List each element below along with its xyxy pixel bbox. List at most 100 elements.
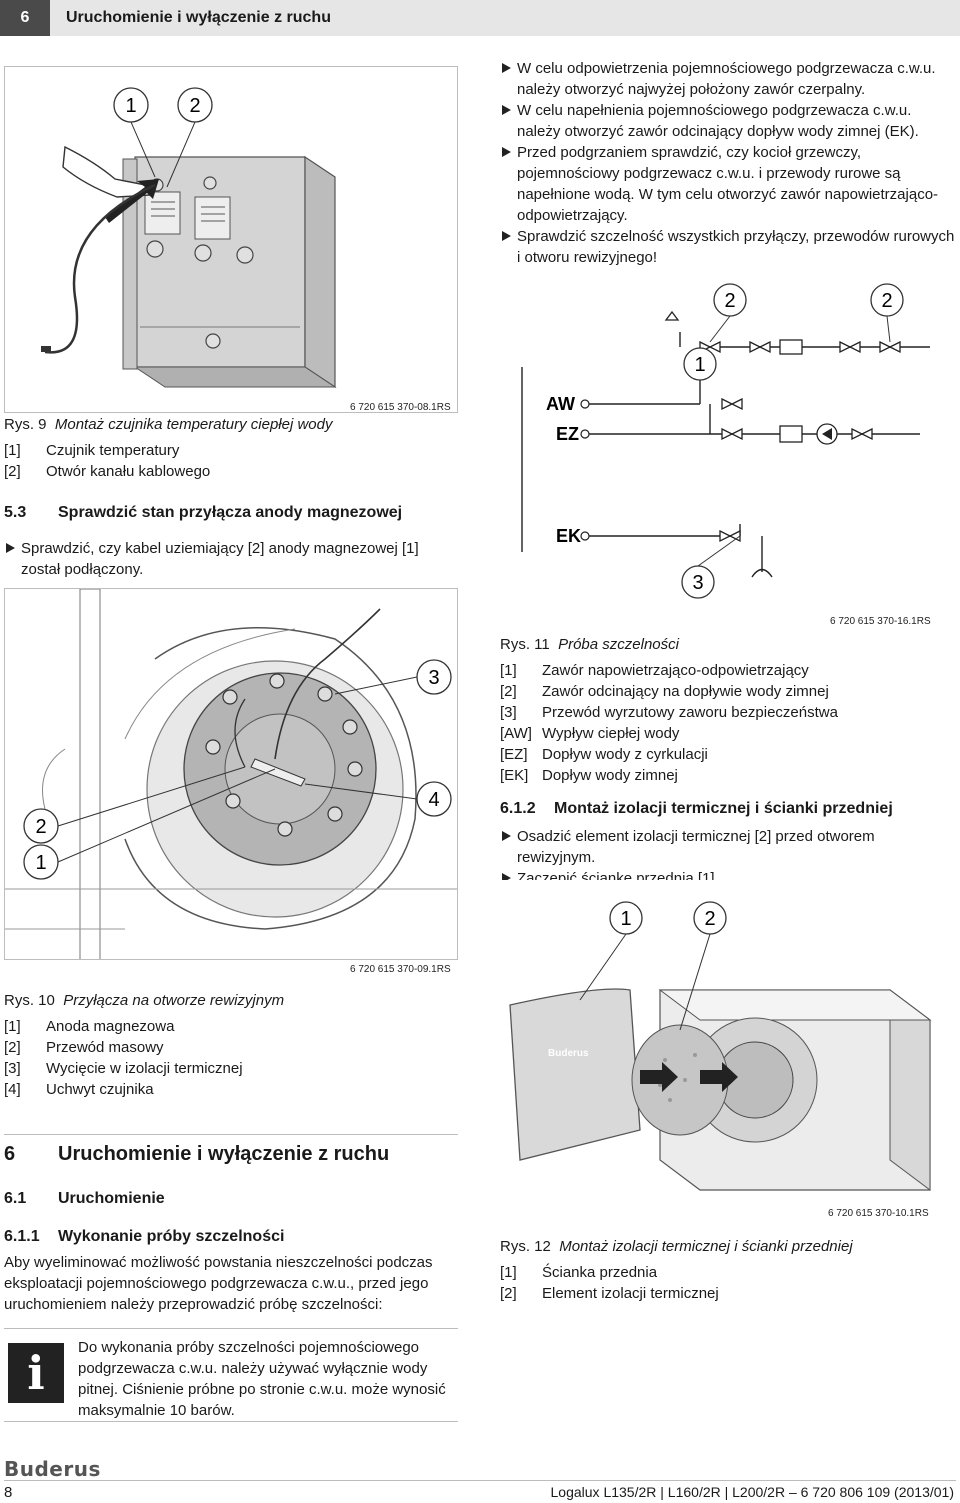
fig12-brand-label: Buderus	[548, 1048, 589, 1059]
fig12-callout-1: 1	[620, 908, 631, 930]
section-title: Wykonanie próby szczelności	[58, 1228, 285, 1245]
section-6-1-1-paragraph: Aby wyeliminować możliwość powstania nie…	[4, 1254, 433, 1313]
fig10-callout-4: 4	[428, 789, 439, 811]
footer-doc-reference: Logalux L135/2R | L160/2R | L200/2R – 6 …	[550, 1484, 954, 1500]
legend-row: [1]Anoda magnezowa	[4, 1016, 458, 1037]
legend-key: [3]	[500, 704, 517, 721]
fig12-caption-num: Rys. 12	[500, 1238, 551, 1255]
section-number: 6.1.2	[500, 800, 536, 817]
bullet-item: Przed podgrzaniem sprawdzić, czy kocioł …	[500, 142, 956, 226]
legend-key: [1]	[500, 1264, 517, 1281]
fig11-callout-1: 1	[694, 354, 705, 376]
section-number: 6.1.1	[4, 1228, 40, 1245]
section-6-heading: 6 Uruchomienie i wyłączenie z ruchu	[4, 1143, 389, 1165]
fig10-legend: [1]Anoda magnezowa [2] Przewód masowy [3]…	[4, 1016, 458, 1100]
legend-text: Wycięcie w izolacji termicznej	[46, 1060, 243, 1077]
legend-text: Czujnik temperatury	[46, 442, 180, 459]
section-title: Sprawdzić stan przyłącza anody magnezowe…	[58, 504, 403, 521]
chapter-number: 6	[0, 0, 50, 36]
figure-10-illustration: 3 4 2 1	[4, 588, 458, 960]
fig9-callout-1: 1	[125, 95, 136, 117]
figure-12-illustration: Buderus 1 2	[500, 880, 956, 1210]
legend-row: [2]Otwór kanału kablowego	[4, 461, 458, 482]
bullet-item: Osadzić element izolacji termicznej [2] …	[500, 826, 956, 868]
bullet-item: Sprawdzić szczelność wszystkich przyłącz…	[500, 226, 956, 268]
legend-row: [EK]Dopływ wody zimnej	[500, 765, 956, 786]
section-number: 6.1	[4, 1190, 27, 1207]
legend-key: [3]	[4, 1060, 21, 1077]
legend-text: Element izolacji termicznej	[542, 1285, 719, 1302]
legend-text: Zawór napowietrzająco-odpowietrzający	[542, 662, 809, 679]
info-note-text: Do wykonania próby szczelności pojemnośc…	[78, 1339, 446, 1419]
fig10-caption-title: Przyłącza na otworze rewizyjnym	[63, 992, 285, 1009]
fig11-label-ez: EZ	[556, 424, 579, 444]
bullet-item: Sprawdzić, czy kabel uziemiający [2] ano…	[4, 538, 458, 580]
legend-row: [AW]Wypływ ciepłej wody	[500, 723, 956, 744]
legend-key: [2]	[500, 1285, 517, 1302]
fig12-caption-title: Montaż izolacji termicznej i ścianki prz…	[559, 1238, 853, 1255]
legend-key: [2]	[4, 1039, 21, 1056]
legend-row: [3] Przewód wyrzutowy zaworu bezpieczeńst…	[500, 702, 956, 723]
fig11-label-aw: AW	[546, 394, 575, 414]
legend-text: Otwór kanału kablowego	[46, 463, 211, 480]
figure-11-diagram: AW EZ EK 2 2 1 3	[500, 272, 956, 617]
fig9-legend: [1] Czujnik temperatury [2]Otwór kanału k…	[4, 440, 458, 482]
legend-row: [2]Zawór odcinający na dopływie wody zim…	[500, 681, 956, 702]
legend-row: [EZ] Dopływ wody z cyrkulacji	[500, 744, 956, 765]
legend-text: Przewód wyrzutowy zaworu bezpieczeństwa	[542, 704, 838, 721]
fig11-code: 6 720 615 370-16.1RS	[830, 616, 931, 627]
page-number: 8	[4, 1484, 13, 1501]
section-number: 5.3	[4, 504, 27, 521]
fig11-caption: Rys. 11 Próba szczelności	[500, 634, 956, 655]
legend-key: [EK]	[500, 767, 529, 784]
legend-key: [EZ]	[500, 746, 528, 763]
fig12-code: 6 720 615 370-10.1RS	[828, 1208, 929, 1219]
fig9-callout-2: 2	[189, 95, 200, 117]
section-5-3-bullets: Sprawdzić, czy kabel uziemiający [2] ano…	[4, 538, 458, 580]
section-number: 6	[4, 1143, 16, 1165]
section-6-1-heading: 6.1 Uruchomienie	[4, 1188, 165, 1209]
legend-row: [4]Uchwyt czujnika	[4, 1079, 458, 1100]
legend-text: Przewód masowy	[46, 1039, 164, 1056]
fig10-callout-2: 2	[35, 816, 46, 838]
fig9-caption: Rys. 9 Montaż czujnika temperatury ciepł…	[4, 414, 458, 435]
fig11-caption-title: Próba szczelności	[558, 636, 679, 653]
chapter-title: Uruchomienie i wyłączenie z ruchu	[66, 9, 331, 26]
legend-row: [1] Czujnik temperatury	[4, 440, 458, 461]
bullet-item: W celu odpowietrzenia pojemnościowego po…	[500, 58, 956, 100]
fig11-caption-num: Rys. 11	[500, 636, 550, 653]
info-note: i Do wykonania próby szczelności pojemno…	[4, 1328, 458, 1422]
legend-row: [1] Ścianka przednia	[500, 1262, 956, 1283]
legend-key: [4]	[4, 1081, 21, 1098]
legend-key: [1]	[4, 442, 21, 459]
info-icon: i	[8, 1343, 64, 1403]
bullet-item: W celu napełnienia pojemnościowego podgr…	[500, 100, 956, 142]
legend-key: [AW]	[500, 725, 532, 742]
fig9-caption-num: Rys. 9	[4, 416, 47, 433]
fig12-legend: [1] Ścianka przednia [2] Element izolacji …	[500, 1262, 956, 1304]
legend-key: [2]	[500, 683, 517, 700]
right-column-bullets: W celu odpowietrzenia pojemnościowego po…	[500, 58, 956, 268]
footer-logo: Buderus	[4, 1457, 101, 1481]
legend-row: [1]Zawór napowietrzająco-odpowietrzający	[500, 660, 956, 681]
fig9-caption-title: Montaż czujnika temperatury ciepłej wody	[54, 416, 333, 433]
fig10-caption-num: Rys. 10	[4, 992, 55, 1009]
section-title: Uruchomienie	[58, 1190, 165, 1207]
fig12-caption: Rys. 12 Montaż izolacji termicznej i ści…	[500, 1236, 956, 1257]
fig11-callout-2b: 2	[881, 290, 892, 312]
legend-key: [1]	[4, 1018, 21, 1035]
fig11-callout-3: 3	[692, 572, 703, 594]
fig11-callout-2a: 2	[724, 290, 735, 312]
fig10-caption: Rys. 10 Przyłącza na otworze rewizyjnym	[4, 990, 458, 1011]
fig10-code: 6 720 615 370-09.1RS	[350, 964, 451, 975]
fig11-legend: [1]Zawór napowietrzająco-odpowietrzający…	[500, 660, 956, 786]
section-5-3-heading: 5.3 Sprawdzić stan przyłącza anody magne…	[4, 502, 402, 523]
legend-text: Ścianka przednia	[542, 1264, 658, 1281]
fig10-callout-1: 1	[35, 852, 46, 874]
fig10-callout-3: 3	[428, 667, 439, 689]
fig11-label-ek: EK	[556, 526, 581, 546]
legend-text: Dopływ wody z cyrkulacji	[542, 746, 708, 763]
figure-9-illustration: 1 2	[4, 66, 458, 413]
section-6-1-2-heading: 6.1.2 Montaż izolacji termicznej i ścian…	[500, 798, 893, 819]
section-title: Uruchomienie i wyłączenie z ruchu	[58, 1143, 390, 1165]
